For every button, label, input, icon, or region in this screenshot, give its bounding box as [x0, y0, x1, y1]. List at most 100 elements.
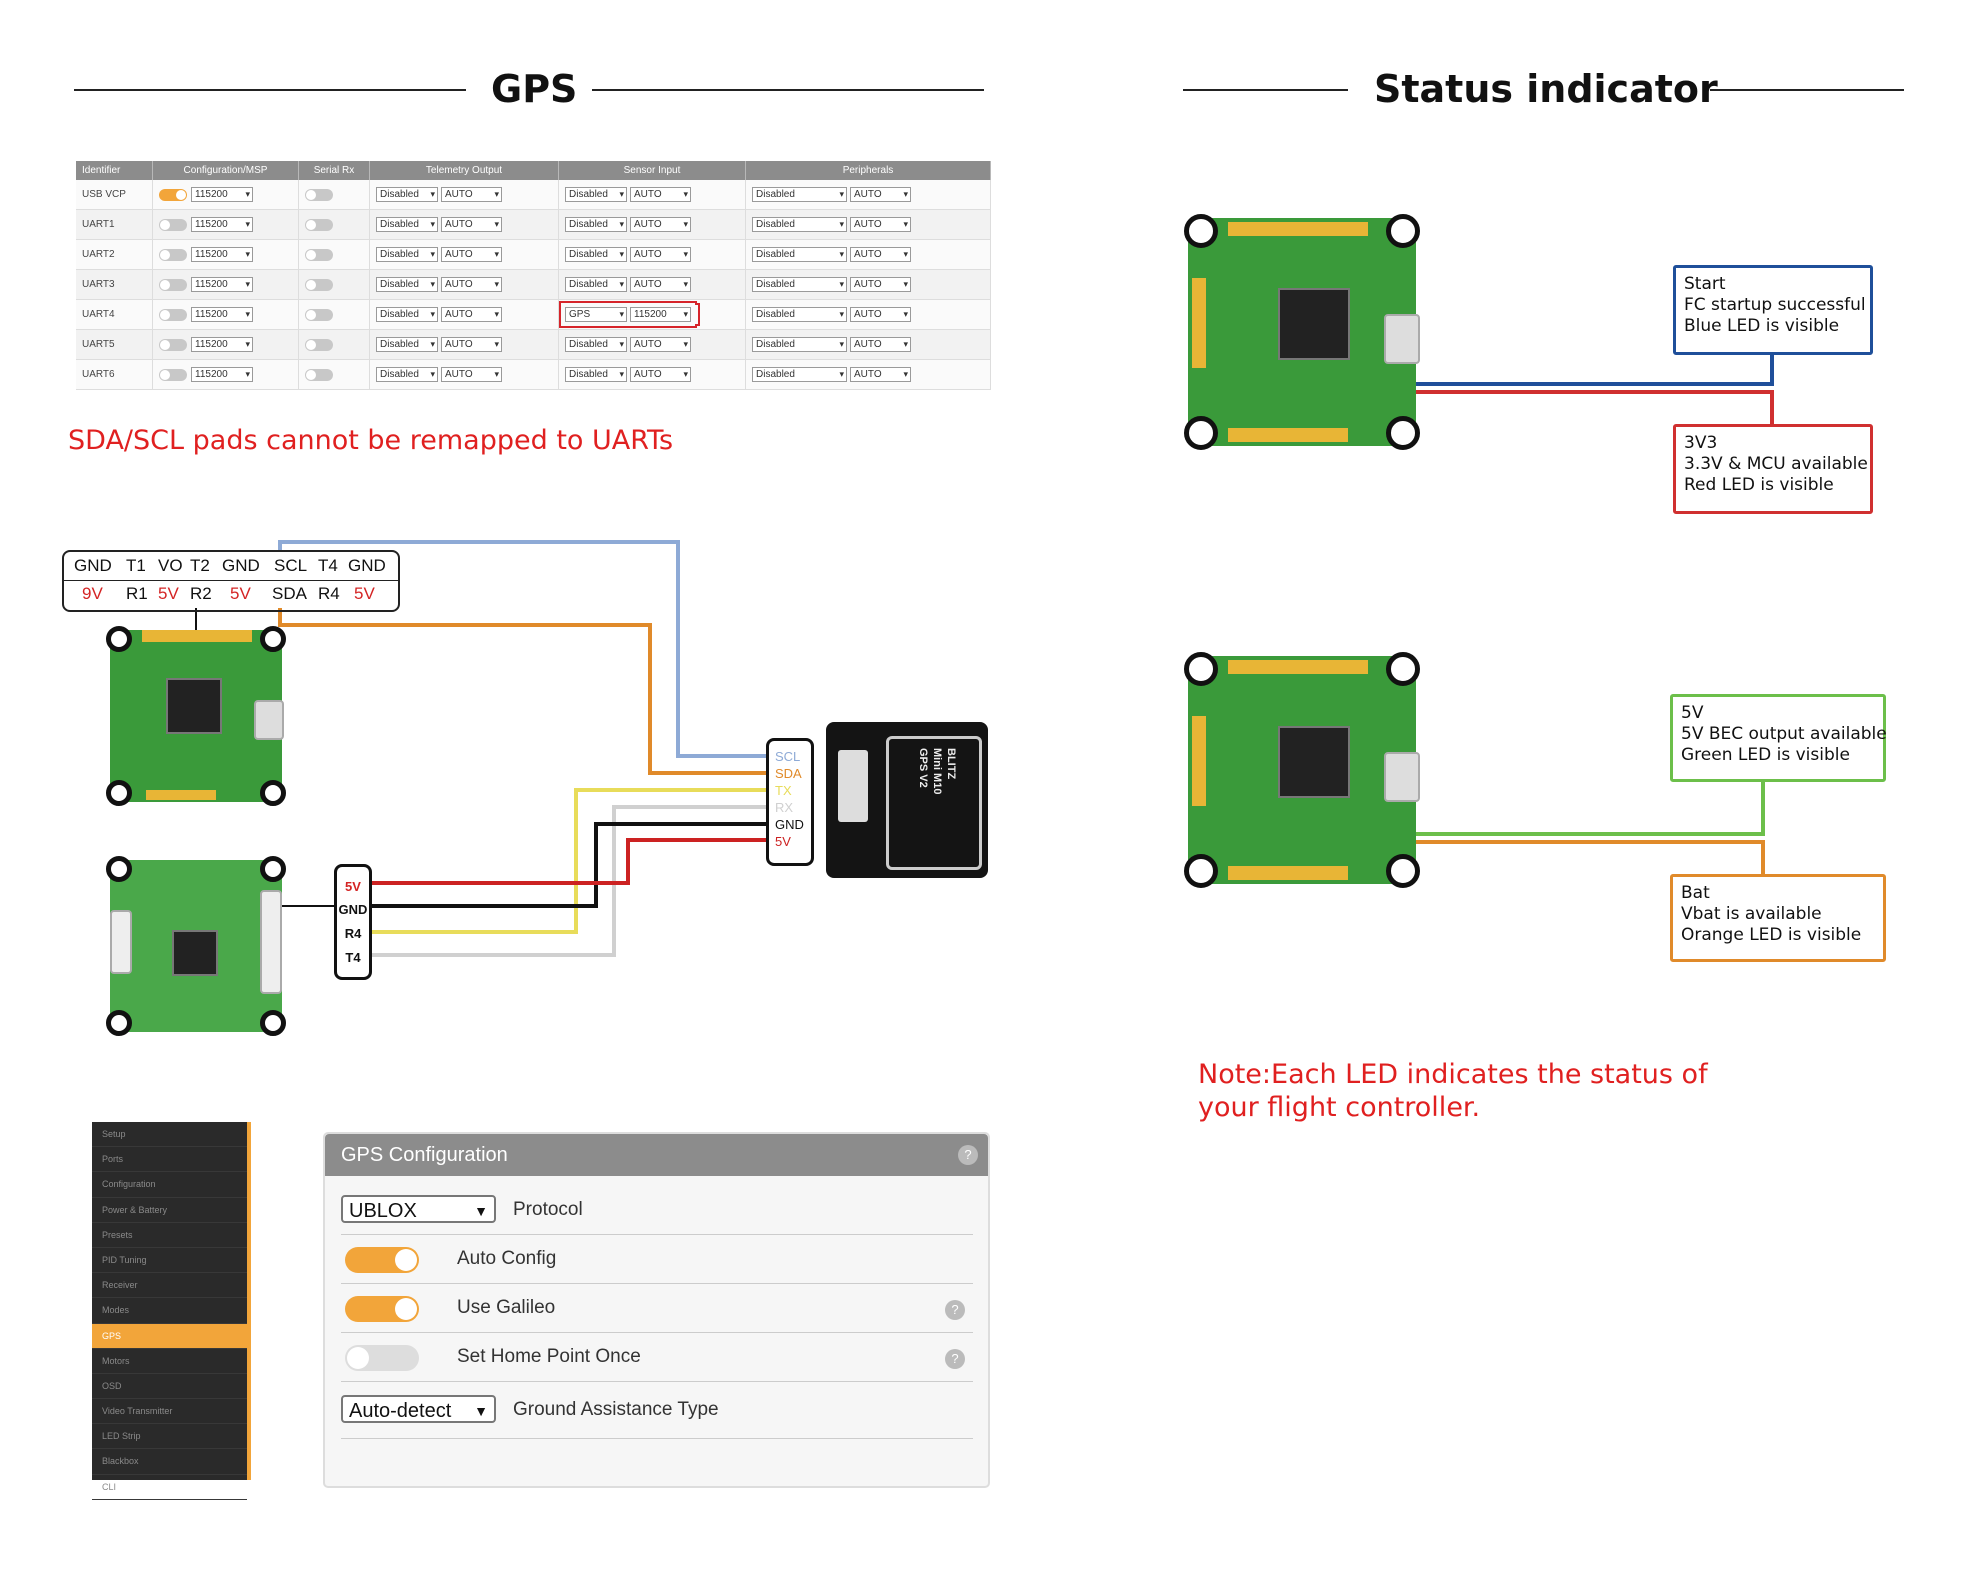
- msp-baud-select[interactable]: 115200: [191, 307, 253, 322]
- sidebar-item-receiver[interactable]: Receiver: [92, 1273, 247, 1299]
- msp-toggle[interactable]: [159, 308, 187, 321]
- sidebar-item-blackbox[interactable]: Blackbox: [92, 1449, 247, 1475]
- callout-line: Green LED is visible: [1681, 745, 1850, 765]
- sidebar-item-presets[interactable]: Presets: [92, 1223, 247, 1248]
- gps-section-title: GPS: [491, 67, 578, 111]
- sidebar-item-motors[interactable]: Motors: [92, 1349, 247, 1374]
- peripheral-select[interactable]: Disabled: [752, 247, 847, 262]
- telemetry-select[interactable]: Disabled: [376, 367, 438, 382]
- msp-toggle[interactable]: [159, 188, 187, 201]
- msp-baud-select[interactable]: 115200: [191, 277, 253, 292]
- peripheral-select[interactable]: Disabled: [752, 187, 847, 202]
- fc-pin-gnd: GND: [338, 902, 368, 917]
- protocol-row: UBLOX ▼ Protocol: [341, 1186, 973, 1235]
- sidebar-item-video-transmitter[interactable]: Video Transmitter: [92, 1399, 247, 1425]
- telemetry-baud-select[interactable]: AUTO: [441, 277, 502, 292]
- peripheral-select[interactable]: Disabled: [752, 277, 847, 292]
- sensor-select[interactable]: Disabled: [565, 247, 627, 262]
- serial-rx-toggle[interactable]: [305, 278, 333, 291]
- serial-rx-toggle[interactable]: [305, 248, 333, 261]
- telemetry-select[interactable]: Disabled: [376, 277, 438, 292]
- telemetry-baud-select[interactable]: AUTO: [441, 337, 502, 352]
- sensor-cell: DisabledAUTO: [558, 209, 746, 240]
- telemetry-select[interactable]: Disabled: [376, 217, 438, 232]
- sidebar-item-modes[interactable]: Modes: [92, 1298, 247, 1324]
- ground-assist-select[interactable]: Auto-detect ▼: [341, 1395, 496, 1423]
- telemetry-baud-select[interactable]: AUTO: [441, 187, 502, 202]
- peripheral-select[interactable]: Disabled: [752, 307, 847, 322]
- peripheral-baud-select[interactable]: AUTO: [850, 367, 911, 382]
- gps-module-image: BLITZ Mini M10 GPS V2: [826, 722, 988, 878]
- sensor-baud-select[interactable]: AUTO: [630, 277, 691, 292]
- help-icon[interactable]: ?: [958, 1145, 978, 1165]
- peripheral-select[interactable]: Disabled: [752, 337, 847, 352]
- msp-toggle[interactable]: [159, 278, 187, 291]
- telemetry-select[interactable]: Disabled: [376, 187, 438, 202]
- msp-baud-select[interactable]: 115200: [191, 367, 253, 382]
- flight-controller-board-image: [106, 626, 286, 806]
- sensor-select[interactable]: GPS: [565, 307, 627, 322]
- serial-rx-toggle[interactable]: [305, 368, 333, 381]
- peripheral-baud-select[interactable]: AUTO: [850, 187, 911, 202]
- msp-toggle[interactable]: [159, 248, 187, 261]
- sensor-baud-select[interactable]: 115200: [630, 307, 691, 322]
- sensor-baud-select[interactable]: AUTO: [630, 367, 691, 382]
- pin-label: GND: [74, 556, 112, 575]
- use-galileo-toggle[interactable]: [345, 1296, 419, 1322]
- serial-rx-toggle[interactable]: [305, 308, 333, 321]
- sensor-select[interactable]: Disabled: [565, 367, 627, 382]
- peripheral-baud-select[interactable]: AUTO: [850, 217, 911, 232]
- ports-table-row: UART2115200DisabledAUTODisabledAUTODisab…: [76, 239, 991, 270]
- ports-table-row: UART1115200DisabledAUTODisabledAUTODisab…: [76, 209, 991, 240]
- msp-toggle[interactable]: [159, 218, 187, 231]
- peripheral-baud-select[interactable]: AUTO: [850, 307, 911, 322]
- serial-rx-toggle[interactable]: [305, 188, 333, 201]
- msp-baud-select[interactable]: 115200: [191, 337, 253, 352]
- set-home-point-toggle[interactable]: [345, 1345, 419, 1371]
- peripheral-baud-select[interactable]: AUTO: [850, 337, 911, 352]
- status-callout-start: Start FC startup successful Blue LED is …: [1673, 265, 1873, 355]
- sidebar-item-configuration[interactable]: Configuration: [92, 1172, 247, 1198]
- sensor-select[interactable]: Disabled: [565, 187, 627, 202]
- sensor-baud-select[interactable]: AUTO: [630, 337, 691, 352]
- help-icon[interactable]: ?: [945, 1349, 965, 1369]
- telemetry-baud-select[interactable]: AUTO: [441, 307, 502, 322]
- serial-rx-toggle[interactable]: [305, 338, 333, 351]
- msp-baud-select[interactable]: 115200: [191, 247, 253, 262]
- peripheral-select[interactable]: Disabled: [752, 367, 847, 382]
- sidebar-item-osd[interactable]: OSD: [92, 1374, 247, 1400]
- telemetry-select[interactable]: Disabled: [376, 307, 438, 322]
- telemetry-select[interactable]: Disabled: [376, 247, 438, 262]
- sensor-baud-select[interactable]: AUTO: [630, 217, 691, 232]
- msp-baud-select[interactable]: 115200: [191, 217, 253, 232]
- peripheral-baud-select[interactable]: AUTO: [850, 247, 911, 262]
- telemetry-baud-select[interactable]: AUTO: [441, 247, 502, 262]
- telemetry-baud-select[interactable]: AUTO: [441, 217, 502, 232]
- sensor-select[interactable]: Disabled: [565, 277, 627, 292]
- sidebar-item-led-strip[interactable]: LED Strip: [92, 1424, 247, 1450]
- sidebar-item-ports[interactable]: Ports: [92, 1147, 247, 1173]
- sensor-baud-select[interactable]: AUTO: [630, 187, 691, 202]
- peripheral-select[interactable]: Disabled: [752, 217, 847, 232]
- sensor-baud-select[interactable]: AUTO: [630, 247, 691, 262]
- telemetry-select[interactable]: Disabled: [376, 337, 438, 352]
- help-icon[interactable]: ?: [945, 1300, 965, 1320]
- sensor-select[interactable]: Disabled: [565, 337, 627, 352]
- status-line-orange: [1400, 840, 1765, 876]
- sidebar-item-power-battery[interactable]: Power & Battery: [92, 1198, 247, 1223]
- auto-config-toggle[interactable]: [345, 1247, 419, 1273]
- peripheral-baud-select[interactable]: AUTO: [850, 277, 911, 292]
- protocol-select[interactable]: UBLOX ▼: [341, 1195, 496, 1223]
- sidebar-item-pid-tuning[interactable]: PID Tuning: [92, 1248, 247, 1274]
- chevron-down-icon: ▼: [474, 1403, 488, 1419]
- sidebar-item-cli[interactable]: CLI: [92, 1475, 247, 1500]
- msp-toggle[interactable]: [159, 368, 187, 381]
- serial-rx-toggle[interactable]: [305, 218, 333, 231]
- sensor-select[interactable]: Disabled: [565, 217, 627, 232]
- sidebar-item-gps[interactable]: GPS: [92, 1323, 247, 1349]
- msp-toggle[interactable]: [159, 338, 187, 351]
- pin-label: T2: [190, 556, 210, 575]
- telemetry-baud-select[interactable]: AUTO: [441, 367, 502, 382]
- msp-baud-select[interactable]: 115200: [191, 187, 253, 202]
- sidebar-item-setup[interactable]: Setup: [92, 1122, 247, 1148]
